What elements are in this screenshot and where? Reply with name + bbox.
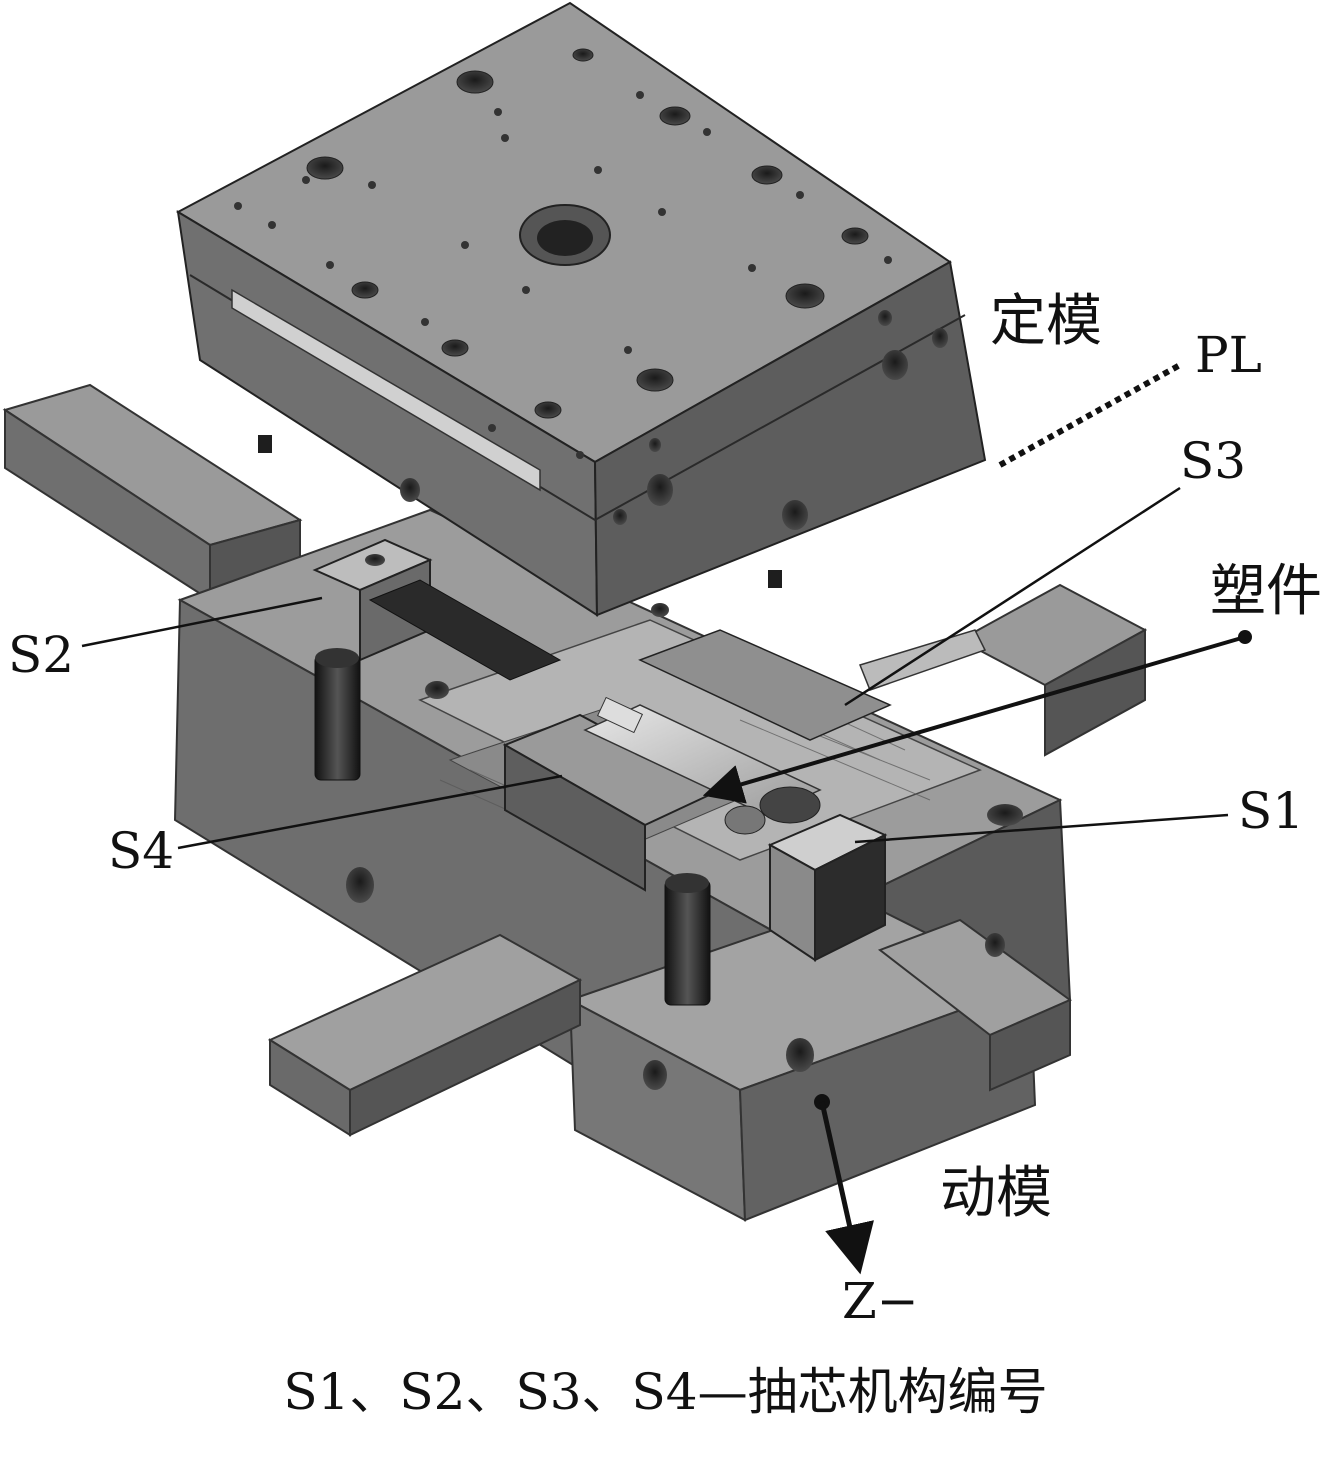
s4-leader [177,774,563,850]
fixed-mold-assembly [175,1,987,617]
z-direction-arrow [819,1101,874,1275]
plastic-part [583,696,822,835]
s2-leader [81,596,323,648]
s3-label: S3 [1180,432,1246,490]
guide-pillar-left [314,648,361,781]
guide-pillar-right [664,873,711,1006]
s4-label: S4 [108,822,174,880]
s1-leader [854,813,1229,844]
fixed-mold-label: 定模 [990,289,1102,354]
parting-line-leader [998,362,1182,468]
s1-label: S1 [1238,782,1304,840]
figure-caption: S1、S2、S3、S4—抽芯机构编号 [283,1363,1048,1421]
parting-line-label: PL [1195,326,1262,384]
s3-leader [844,486,1181,707]
z-direction-label: Z− [842,1272,919,1330]
plastic-part-label: 塑件 [1210,559,1322,624]
annotations: PL 定模 S3 塑件 S1 S2 S4 Z− 动模 [8,289,1322,1330]
s2-label: S2 [8,626,74,684]
moving-mold-label: 动模 [940,1161,1052,1226]
plastic-part-leader [702,635,1246,804]
